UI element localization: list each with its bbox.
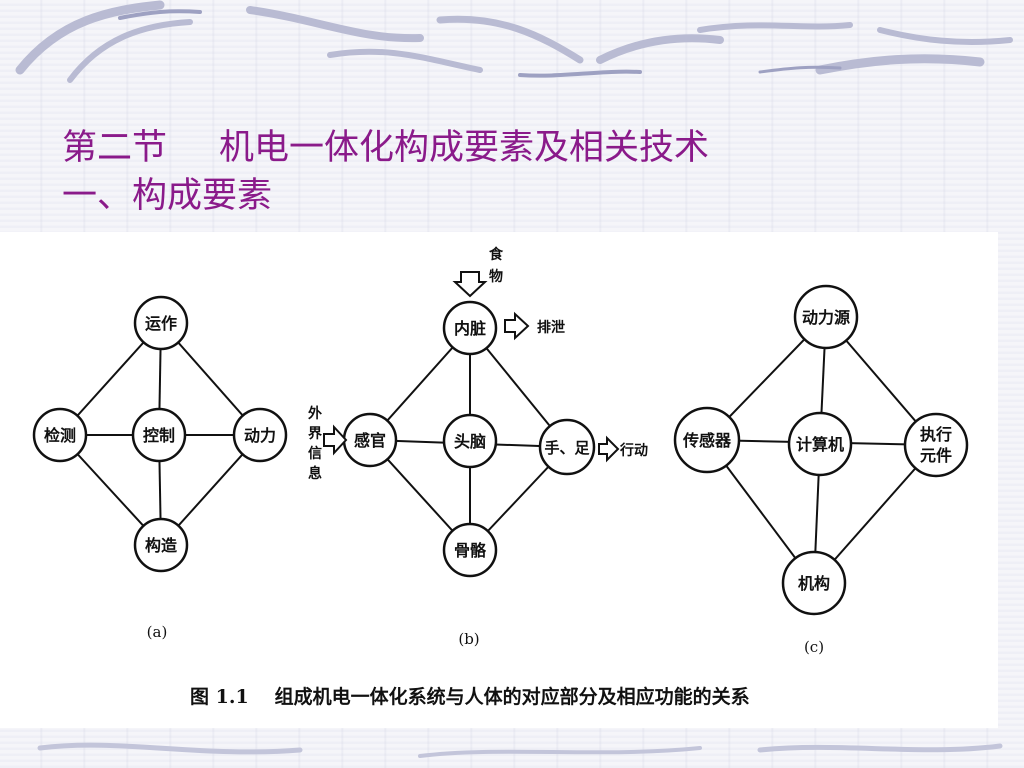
diagram-c-label: (c) <box>804 638 824 656</box>
svg-text:息: 息 <box>308 465 322 482</box>
figure-number: 图 1.1 <box>190 686 249 708</box>
right-arrow-icon <box>504 311 530 341</box>
input-external-info: 外 界 信 息 <box>308 405 348 482</box>
svg-text:感官: 感官 <box>354 431 386 450</box>
section-title: 机电一体化构成要素及相关技术 <box>219 128 710 168</box>
diagram-a: 运作 检测 控制 动力 构造 (a) <box>32 295 288 641</box>
section-heading: 第二节 机电一体化构成要素及相关技术 <box>62 124 709 172</box>
svg-text:计算机: 计算机 <box>796 435 844 454</box>
node-c-right: 执行 元件 <box>903 412 969 478</box>
svg-text:控制: 控制 <box>143 426 175 445</box>
output-action: 行动 <box>598 435 648 463</box>
node-a-center: 控制 <box>131 407 187 463</box>
figure-panel: 运作 检测 控制 动力 构造 (a) 内脏 <box>0 232 998 728</box>
node-a-right: 动力 <box>232 407 288 463</box>
svg-text:内脏: 内脏 <box>454 319 486 338</box>
node-a-left: 检测 <box>32 407 88 463</box>
svg-text:构造: 构造 <box>145 536 178 555</box>
node-c-left: 传感器 <box>673 406 741 474</box>
right-arrow-icon <box>323 424 348 456</box>
svg-text:运作: 运作 <box>145 314 177 333</box>
decorative-swirl-bottom <box>37 742 1003 758</box>
decorative-swirl-top <box>15 0 1013 83</box>
svg-text:元件: 元件 <box>920 446 952 465</box>
svg-text:头脑: 头脑 <box>454 432 486 451</box>
diagram-c: 动力源 传感器 计算机 执行 元件 机构 (c) <box>673 284 969 656</box>
svg-text:动力: 动力 <box>244 426 276 445</box>
down-arrow-icon <box>452 271 488 298</box>
node-c-top: 动力源 <box>793 284 859 350</box>
svg-text:骨骼: 骨骼 <box>454 541 487 560</box>
node-c-center: 计算机 <box>787 411 853 477</box>
diagram-b-label: (b) <box>458 630 479 648</box>
node-c-bottom: 机构 <box>781 550 847 616</box>
node-b-top: 内脏 <box>442 300 498 356</box>
figure-caption-text: 组成机电一体化系统与人体的对应部分及相应功能的关系 <box>274 686 750 708</box>
svg-text:食: 食 <box>489 246 504 263</box>
svg-text:执行: 执行 <box>920 425 952 444</box>
svg-text:外: 外 <box>308 405 322 422</box>
node-b-center: 头脑 <box>442 413 498 469</box>
node-a-top: 运作 <box>133 295 189 351</box>
subsection-heading: 一、构成要素 <box>62 176 273 216</box>
input-food: 食 物 <box>452 246 504 298</box>
diagram-b: 内脏 感官 头脑 手、足 骨骼 食 物 <box>308 246 648 648</box>
figure-caption: 图 1.1 组成机电一体化系统与人体的对应部分及相应功能的关系 <box>190 682 750 709</box>
svg-text:物: 物 <box>489 268 503 285</box>
node-b-bottom: 骨骼 <box>442 522 498 578</box>
svg-text:动力源: 动力源 <box>802 308 850 327</box>
svg-text:界: 界 <box>308 426 323 442</box>
slide-title: 第二节 机电一体化构成要素及相关技术 一、构成要素 <box>62 124 709 220</box>
output-excretion: 排泄 <box>504 311 565 341</box>
node-b-right: 手、足 <box>538 418 596 476</box>
svg-text:传感器: 传感器 <box>682 431 732 450</box>
svg-text:行动: 行动 <box>619 442 648 459</box>
svg-text:排泄: 排泄 <box>537 319 565 336</box>
node-b-left: 感官 <box>342 412 398 468</box>
node-a-bottom: 构造 <box>133 517 189 573</box>
section-number: 第二节 <box>62 128 168 168</box>
svg-text:机构: 机构 <box>798 574 830 593</box>
svg-text:信: 信 <box>308 445 322 462</box>
svg-text:手、足: 手、足 <box>544 439 590 457</box>
right-arrow-icon <box>598 435 620 463</box>
svg-text:检测: 检测 <box>44 426 76 445</box>
diagram-a-label: (a) <box>147 623 168 641</box>
